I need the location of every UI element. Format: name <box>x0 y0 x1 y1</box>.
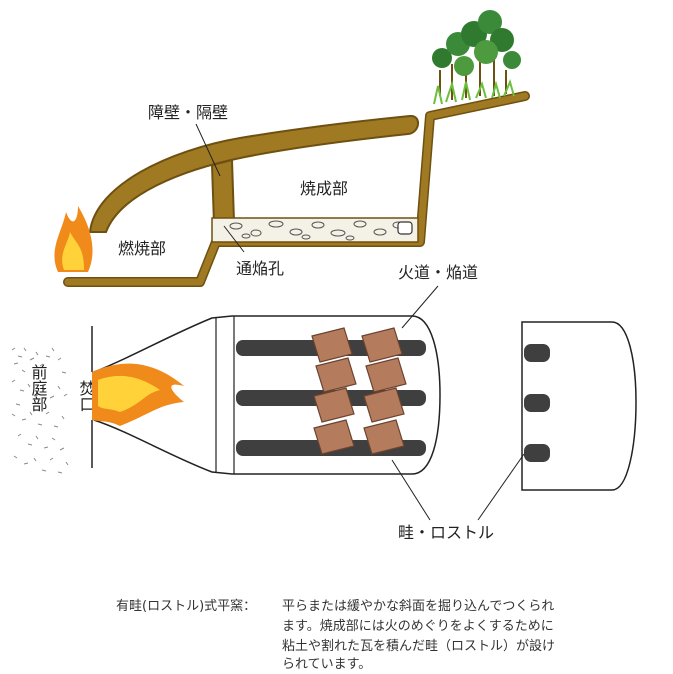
caption-heading: 有畦(ロストル)式平窯： <box>116 599 256 614</box>
caption-line: ます。焼成部には火のめぐりをよくするために <box>282 619 554 634</box>
label-front-yard: 前庭部 <box>29 364 48 412</box>
kiln-cross-section: 障壁・隔壁 焼成部 燃焼部 通焔孔 <box>54 10 530 287</box>
label-combustion-chamber: 燃焼部 <box>118 239 166 258</box>
caption-line: 粘土や割れた瓦を積んだ畦（ロストル）が設け <box>282 638 555 654</box>
caption-line: られています。 <box>282 657 371 672</box>
firing-floor-stones <box>211 217 419 243</box>
rostle-tiles <box>311 327 407 455</box>
caption: 有畦(ロストル)式平窯： 平らまたは緩やかな斜面を掘り込んでつくられ ます。焼成… <box>116 599 555 672</box>
trees-icon <box>432 10 521 105</box>
partition-wall <box>210 158 236 226</box>
caption-line: 平らまたは緩やかな斜面を掘り込んでつくられ <box>282 599 554 614</box>
label-ridge-rostle: 畦・ロストル <box>398 523 494 542</box>
ash-texture <box>11 347 69 474</box>
kiln-plan-view: 前庭部 焚口 <box>11 263 637 542</box>
label-flame-hole: 通焔孔 <box>236 259 284 278</box>
label-partition-wall: 障壁・隔壁 <box>148 103 228 122</box>
label-fire-mouth: 焚口 <box>77 380 96 412</box>
kiln-roof <box>88 115 419 233</box>
kiln-rear-section <box>521 321 637 491</box>
fire-icon <box>92 363 184 426</box>
label-flue: 火道・焔道 <box>398 263 478 282</box>
label-firing-chamber: 焼成部 <box>300 179 348 198</box>
fire-icon <box>54 206 93 272</box>
flue-ends <box>524 344 550 462</box>
